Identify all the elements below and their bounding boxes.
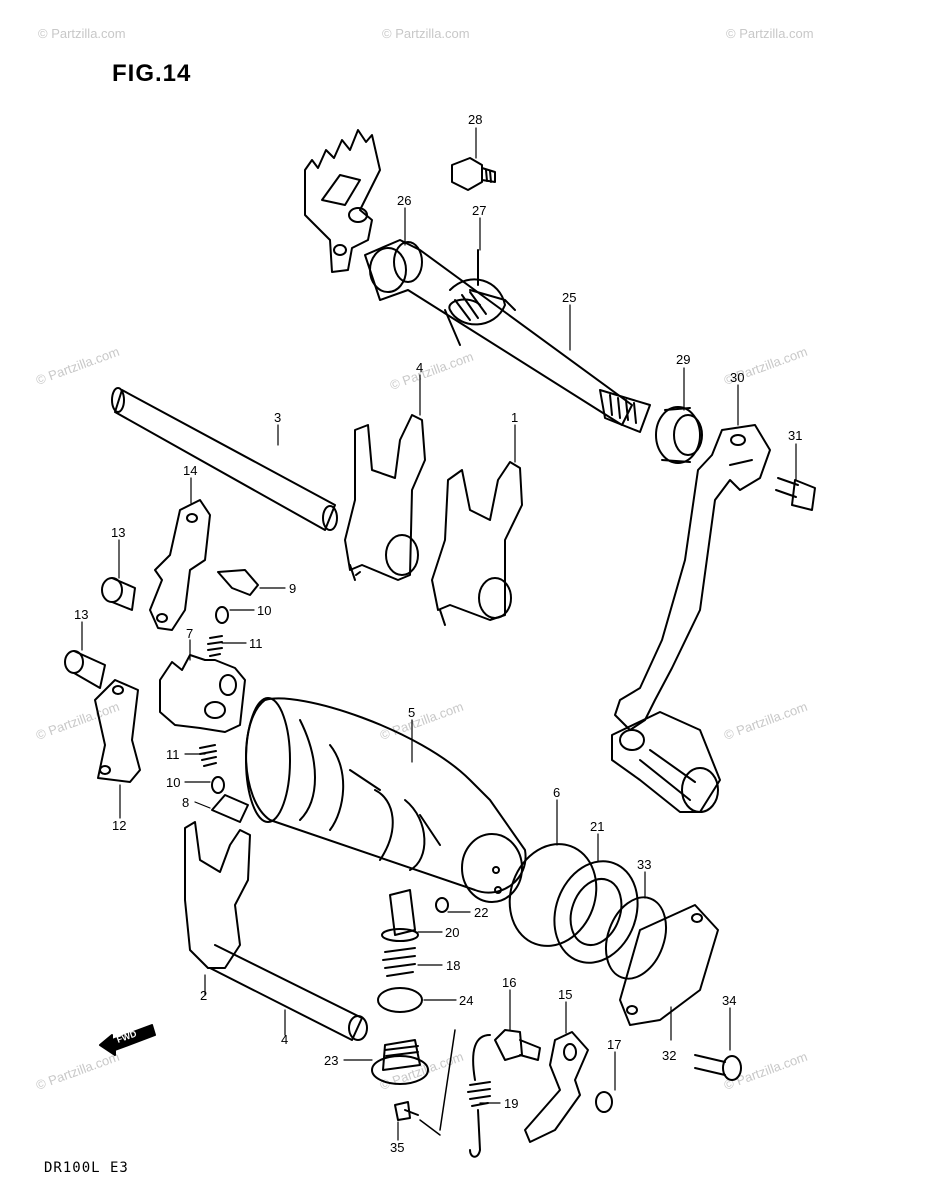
callout-label: 35 xyxy=(390,1140,404,1155)
cover-plate-part xyxy=(619,904,719,1026)
callout-label: 14 xyxy=(183,463,197,478)
callout-label: 13 xyxy=(74,607,88,622)
figure-title: FIG.14 xyxy=(112,60,192,87)
watermark: © Partzilla.com xyxy=(34,699,121,743)
callout-label: 4 xyxy=(281,1032,288,1047)
gearshift-arm-part xyxy=(304,129,381,273)
callout-label: 31 xyxy=(788,428,802,443)
pin-part xyxy=(211,776,225,794)
gasket-part xyxy=(605,896,667,980)
bolt-part xyxy=(775,477,816,511)
callout-label: 4 xyxy=(416,360,423,375)
callout-label: 6 xyxy=(553,785,560,800)
watermark: © Partzilla.com xyxy=(726,26,814,41)
callout-label: 16 xyxy=(502,975,516,990)
callout-label: 2 xyxy=(200,988,207,1003)
oil-seal-part xyxy=(655,406,703,464)
callout-label: 30 xyxy=(730,370,744,385)
callout-label: 18 xyxy=(446,958,460,973)
callout-label: 24 xyxy=(459,993,473,1008)
callout-label: 23 xyxy=(324,1053,338,1068)
screw-part xyxy=(494,1029,541,1061)
watermark: © Partzilla.com xyxy=(388,349,475,393)
callout-label: 10 xyxy=(166,775,180,790)
bracket-line xyxy=(419,1029,456,1136)
shift-fork-part xyxy=(431,461,523,626)
cam-stopper-part xyxy=(211,794,249,823)
stopper-plate-part xyxy=(94,679,141,783)
gasket-part xyxy=(508,843,598,947)
o-ring-part xyxy=(377,987,423,1013)
fork-shaft-part xyxy=(111,387,338,531)
washer-part xyxy=(553,860,639,964)
callout-label: 26 xyxy=(397,193,411,208)
stopper-plate-part xyxy=(149,499,211,631)
callout-label: 10 xyxy=(257,603,271,618)
shift-fork-part xyxy=(344,414,426,581)
pin-part xyxy=(215,606,229,624)
callout-label: 7 xyxy=(186,626,193,641)
model-code: DR100L E3 xyxy=(44,1160,129,1176)
pin-part xyxy=(435,897,449,913)
callout-label: 15 xyxy=(558,987,572,1002)
bolt-part xyxy=(694,1054,742,1081)
shift-fork-part xyxy=(184,821,368,1041)
stopper-part xyxy=(217,569,259,596)
callout-label: 11 xyxy=(166,747,180,762)
callout-labels: 28 27 26 25 29 30 31 3 4 1 14 13 9 10 11… xyxy=(74,112,802,1155)
cam-gear-part xyxy=(159,654,246,733)
watermark: © Partzilla.com xyxy=(722,699,809,743)
leader-lines xyxy=(81,127,797,1141)
watermark: © Partzilla.com xyxy=(34,1049,121,1093)
callout-label: 13 xyxy=(111,525,125,540)
callout-label: 5 xyxy=(408,705,415,720)
spring-part xyxy=(199,744,217,767)
callout-label: 11 xyxy=(249,636,263,651)
callout-label: 1 xyxy=(511,410,518,425)
gearshift-shaft-part xyxy=(364,239,651,433)
callout-label: 17 xyxy=(607,1037,621,1052)
fwd-arrow-icon: FWD xyxy=(99,1024,156,1056)
watermark-layer: © Partzilla.com © Partzilla.com © Partzi… xyxy=(34,26,814,1093)
plug-part xyxy=(381,889,419,942)
watermark: © Partzilla.com xyxy=(722,1049,809,1093)
callout-label: 34 xyxy=(722,993,736,1008)
spring-part xyxy=(207,635,223,657)
washer-part xyxy=(595,1091,613,1113)
callout-label: 32 xyxy=(662,1048,676,1063)
callout-label: 9 xyxy=(289,581,296,596)
gearshift-lever-part xyxy=(611,424,771,813)
spring-part xyxy=(382,947,416,977)
plug-part xyxy=(371,1039,429,1085)
shift-cam-drum-part xyxy=(245,697,527,903)
callout-label: 28 xyxy=(468,112,482,127)
watermark: © Partzilla.com xyxy=(382,26,470,41)
callout-label: 27 xyxy=(472,203,486,218)
spring-part xyxy=(467,1034,491,1158)
callout-label: 21 xyxy=(590,819,604,834)
callout-label: 3 xyxy=(274,410,281,425)
callout-label: 8 xyxy=(182,795,189,810)
shift-lever-part xyxy=(524,1031,589,1143)
callout-label: 20 xyxy=(445,925,459,940)
callout-label: 33 xyxy=(637,857,651,872)
watermark: © Partzilla.com xyxy=(378,699,465,743)
bolt-part xyxy=(451,157,496,191)
watermark: © Partzilla.com xyxy=(34,344,121,388)
screw-part xyxy=(64,577,136,689)
callout-label: 25 xyxy=(562,290,576,305)
callout-label: 29 xyxy=(676,352,690,367)
screw-part xyxy=(394,1101,419,1121)
callout-label: 19 xyxy=(504,1096,518,1111)
callout-label: 12 xyxy=(112,818,126,833)
callout-label: 22 xyxy=(474,905,488,920)
watermark: © Partzilla.com xyxy=(38,26,126,41)
